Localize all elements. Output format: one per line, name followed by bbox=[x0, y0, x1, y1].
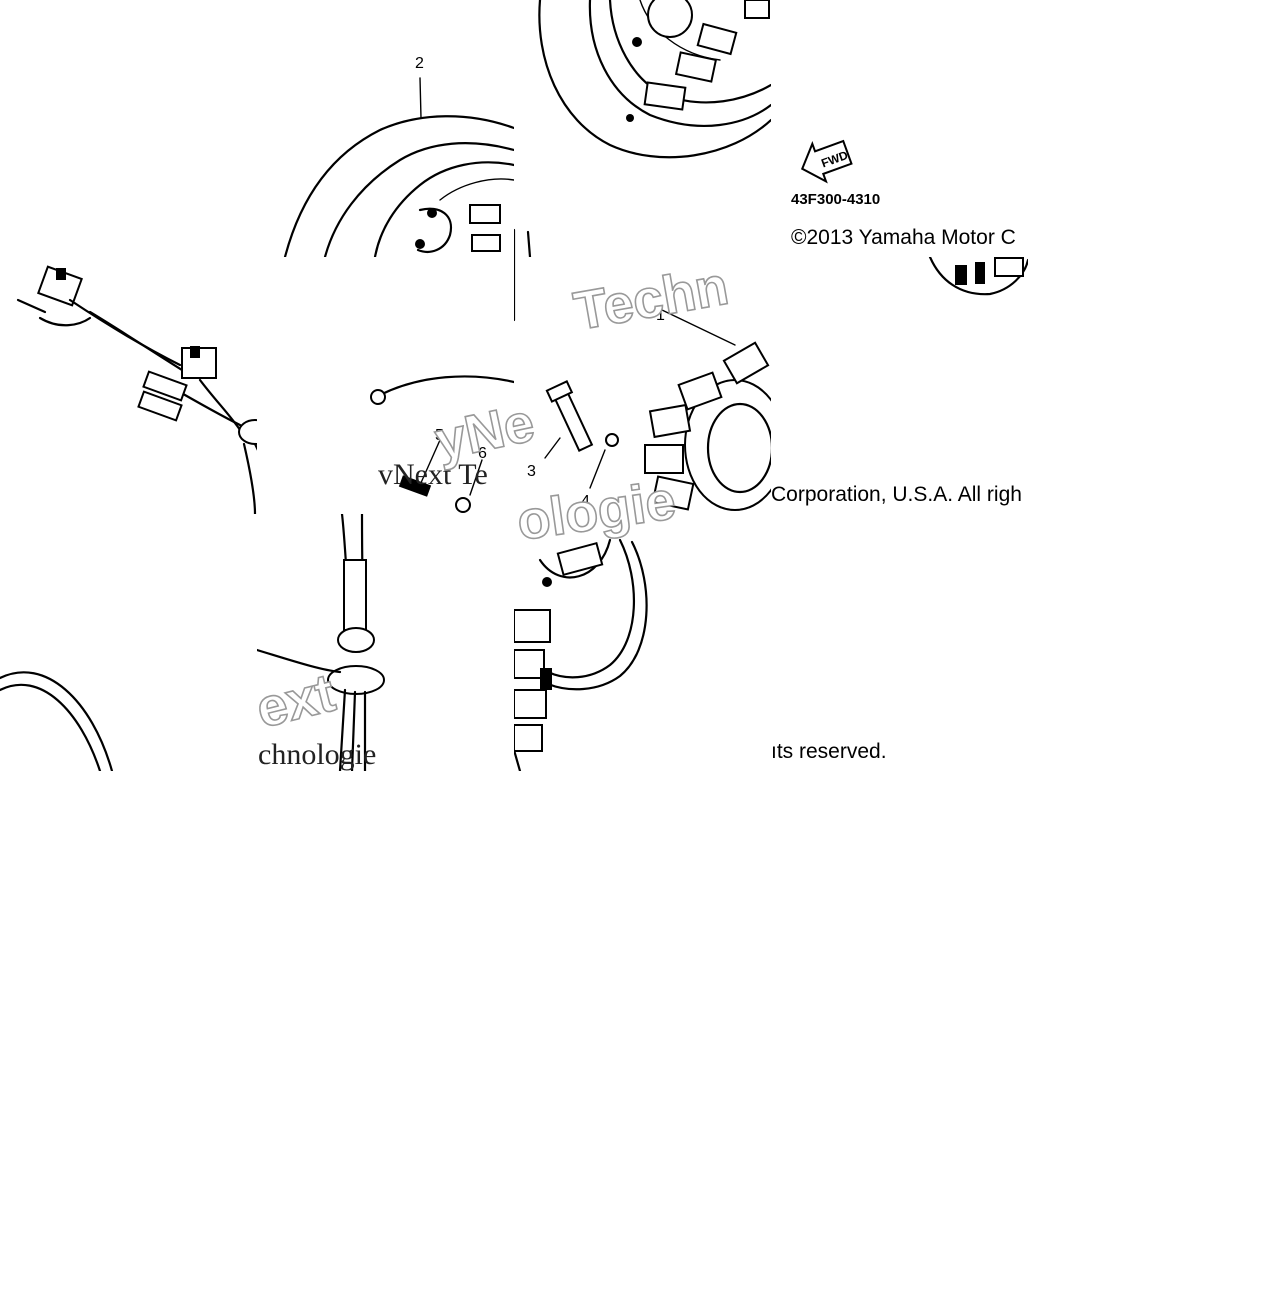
stator-lower-drawing bbox=[514, 538, 648, 771]
watermark-text-3: yNe bbox=[430, 392, 539, 471]
cable-loop-left bbox=[0, 671, 114, 771]
callout-5: 5 bbox=[435, 427, 444, 444]
watermark-text-6: ologie bbox=[513, 470, 679, 552]
rotor-left-drawing: 2 bbox=[283, 55, 514, 257]
fwd-arrow: FWD bbox=[800, 139, 853, 184]
copyright-line-1: ©2013 Yamaha Motor C bbox=[791, 226, 1016, 249]
stator-fragment-top-right bbox=[928, 257, 1028, 296]
watermark-text-2: vNext Te bbox=[378, 458, 488, 491]
callout-4: 4 bbox=[581, 493, 590, 510]
watermark-text-5: chnologie bbox=[258, 738, 376, 771]
copyright-line-3: ıts reserved. bbox=[771, 740, 887, 763]
callout-2: 2 bbox=[415, 55, 424, 72]
callout-1: 1 bbox=[656, 307, 665, 324]
copyright-line-2: Corporation, U.S.A. All righ bbox=[771, 483, 1022, 506]
watermark-text-4: ext bbox=[250, 663, 340, 740]
callout-6: 6 bbox=[478, 445, 487, 462]
stator-drawing: 3 4 1 Techn bbox=[514, 255, 771, 511]
grommet-and-leads: ext chnologie ologie bbox=[250, 470, 680, 771]
part-code: 43F300-4310 bbox=[791, 191, 880, 208]
wiring-harness-left bbox=[16, 265, 257, 514]
callout-3: 3 bbox=[527, 463, 536, 480]
rotor-right-drawing bbox=[514, 0, 771, 257]
watermark-text-1: Techn bbox=[570, 256, 733, 342]
